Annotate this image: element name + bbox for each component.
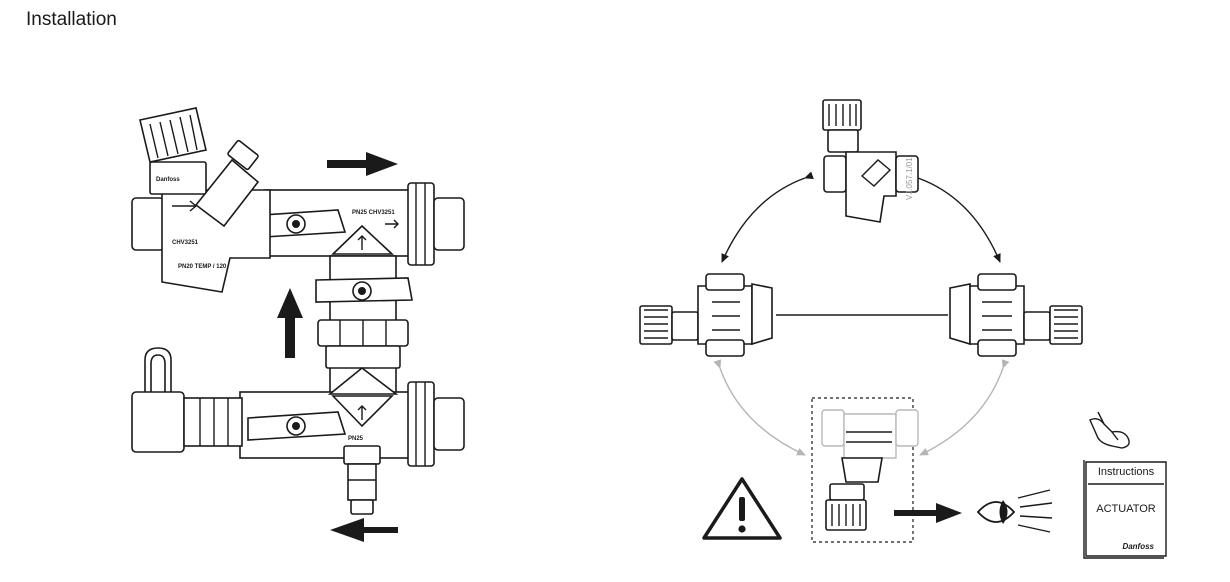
balancing-valve-body [161, 189, 271, 293]
balancing-valve-inlet [131, 197, 165, 251]
measuring-nipple [194, 158, 260, 228]
warning-triangle-icon [702, 477, 782, 540]
page-title: Installation [26, 9, 117, 30]
upper-union-nut [407, 182, 435, 266]
lower-union-nut [407, 381, 435, 467]
arrow-top-left [721, 171, 814, 263]
handwheel-brand: Danfoss [156, 177, 180, 183]
arrow-bottom-right [919, 359, 1010, 456]
drain-spout[interactable] [350, 499, 374, 515]
lower-pipe-marking: PN25 [348, 436, 364, 442]
flow-arrow-out [327, 152, 398, 176]
orientation-diagram: VJ.057.1/01 [639, 99, 1167, 559]
valve-left-sideways [639, 273, 773, 357]
flow-arrow-up [277, 288, 303, 358]
forbidden-orientation-box [811, 397, 914, 543]
manual-heading: Instructions [1098, 466, 1155, 478]
flow-mark-arrow [385, 219, 399, 229]
arrow-top-right [909, 171, 1001, 263]
shutoff-connector [183, 397, 243, 447]
lower-tee-branch [327, 366, 399, 395]
drawing-code: VJ.057.1/01 [905, 157, 914, 200]
flow-arrow-in [330, 518, 398, 542]
pointing-hand-icon [1089, 411, 1130, 449]
instructions-manual: Instructions ACTUATOR Danfoss [1083, 460, 1167, 559]
drain-body [347, 463, 377, 501]
upper-pipe-marking: PN25 CHV3251 [352, 210, 395, 216]
valve-bottom-inverted [821, 409, 919, 531]
eye-icon [976, 489, 1053, 533]
handwheel-ring [149, 161, 207, 195]
lower-pipe-outlet [433, 397, 465, 451]
drain-nut [343, 445, 381, 465]
manual-subject: ACTUATOR [1096, 503, 1156, 515]
upper-pipe-outlet [433, 197, 465, 251]
see-arrow [894, 503, 962, 523]
balancing-pressure-label: PN20 TEMP / 120 [178, 264, 227, 270]
manual-brand: Danfoss [1122, 542, 1154, 551]
shutoff-cap [131, 391, 185, 453]
valve-assembly: PN25 CHV3251 CHV3251 PN20 TEMP / 120 Dan… [131, 107, 465, 542]
valve-top-upright [822, 99, 919, 223]
arrow-bottom-left [713, 359, 806, 456]
valve-right-sideways [949, 273, 1083, 357]
balancing-model-label: CHV3251 [172, 240, 199, 246]
